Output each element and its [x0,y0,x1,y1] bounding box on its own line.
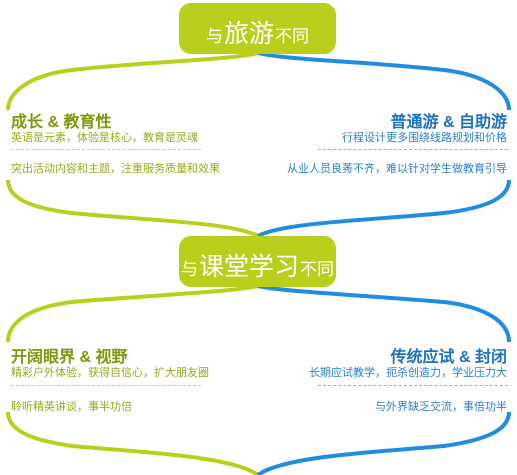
right-detail-2: 与外界缺乏交流，事倍功半 [375,401,507,413]
connector-blue-bottom-2 [256,411,511,475]
connector-green-top-2 [6,284,259,343]
right-detail-1: 从业人员良莠不齐，难以针对学生做教育引导 [287,163,507,175]
pill-main: 课堂学习 [198,253,299,281]
right-title-1: 普通游 & 自助游 [390,114,507,131]
right-subtitle-2: 长期应试教学，扼杀创造力，学业压力大 [309,367,507,379]
left-title-2: 开阔眼界 & 视野 [11,349,128,366]
right-divider-2 [318,385,508,386]
right-title-2: 传统应试 & 封闭 [390,349,507,366]
pill-prefix: 与 [205,27,223,46]
left-divider-2 [11,385,201,386]
pill-main: 旅游 [223,20,274,48]
connector-green-bottom-1 [6,179,259,238]
pill-travel: 与 旅游 不同 [179,3,336,54]
pill-prefix: 与 [180,260,198,279]
connector-green-top-1 [6,51,259,111]
left-divider-1 [11,149,201,150]
pill-classroom: 与 课堂学习 不同 [179,236,336,287]
left-title-1: 成长 & 教育性 [11,114,112,131]
left-subtitle-1: 英语是元素，体验是核心，教育是灵魂 [11,132,198,144]
left-subtitle-2: 精彩户外体验，获得自信心，扩大朋友圈 [11,367,209,379]
right-divider-1 [318,149,508,150]
pill-suffix: 不同 [300,260,334,279]
connector-blue-top-1 [257,51,511,111]
left-detail-2: 聆听精英讲谈，事半功倍 [11,401,132,413]
right-subtitle-1: 行程设计更多围绕线路规划和价格 [342,132,507,144]
connector-blue-top-2 [257,284,511,343]
pill-suffix: 不同 [275,27,309,46]
connector-green-bottom-2 [6,411,260,475]
connector-blue-bottom-1 [257,179,511,238]
left-detail-1: 突出活动内容和主题，注重服务质量和效果 [11,163,220,175]
